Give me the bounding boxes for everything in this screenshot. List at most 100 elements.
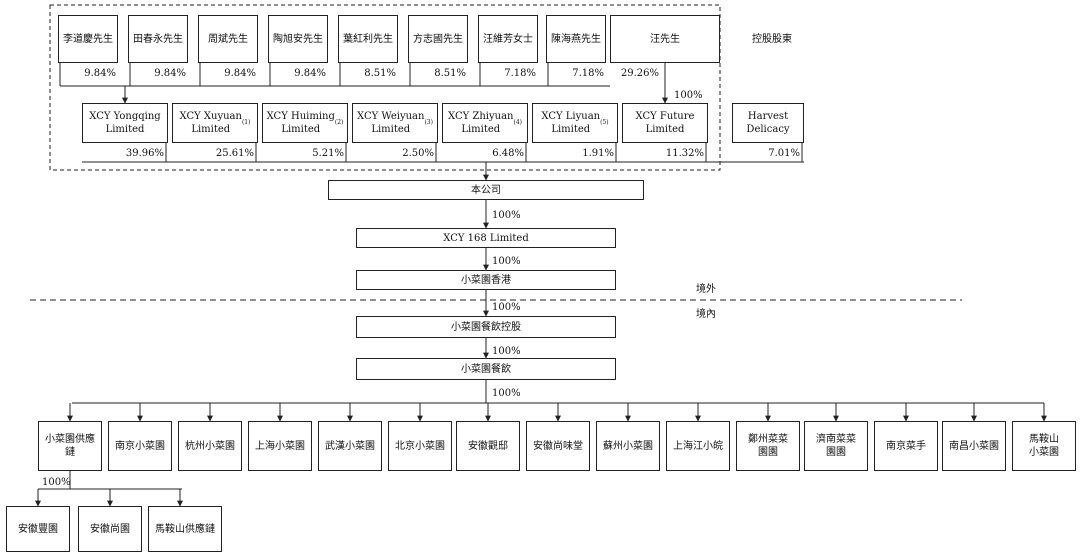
chain-box-0-label: 本公司 bbox=[471, 184, 501, 196]
shareholder-box-2-label: 周斌先生 bbox=[208, 33, 248, 45]
holdco-box-3: XCY Weiyuan Limited(3) bbox=[352, 103, 438, 143]
subsidiary-box-4: 武漢小菜園 bbox=[318, 421, 382, 471]
shareholder-box-0-label: 李道慶先生 bbox=[63, 33, 113, 45]
shareholder-box-6: 汪維芳女士 bbox=[478, 15, 538, 63]
subsidiary-box-10: 鄭州菜菜 園園 bbox=[736, 421, 800, 471]
shareholder-pct-6: 7.18% bbox=[504, 68, 536, 79]
subsidiary-box-8-label: 蘇州小菜園 bbox=[603, 440, 653, 452]
shareholder-box-1-label: 田春永先生 bbox=[133, 33, 183, 45]
subsidiary-box-7: 安徽尚味堂 bbox=[526, 421, 590, 471]
subsidiary-box-3: 上海小菜園 bbox=[248, 421, 312, 471]
subsidiary-box-11-label: 濟南菜菜 園園 bbox=[816, 434, 856, 458]
chain-pct-4: 100% bbox=[492, 388, 521, 399]
chain-pct-1: 100% bbox=[492, 256, 521, 267]
future-link-pct: 100% bbox=[674, 90, 703, 101]
subsidiary-box-14-label: 馬鞍山 小菜園 bbox=[1029, 434, 1059, 458]
holdco-box-7: Harvest Delicacy bbox=[732, 103, 804, 143]
chain-box-1: XCY 168 Limited bbox=[356, 228, 616, 248]
holdco-box-4-label: XCY Zhiyuan Limited bbox=[448, 111, 514, 135]
shareholder-box-8-label: 汪先生 bbox=[650, 33, 680, 45]
holdco-box-2-label: XCY Huiming Limited bbox=[266, 111, 335, 135]
shareholder-pct-0: 9.84% bbox=[84, 68, 116, 79]
supply-chain-sub-box-2-label: 馬鞍山供應鏈 bbox=[155, 523, 215, 535]
supply-chain-sub-box-0-label: 安徽豐園 bbox=[18, 523, 58, 535]
holdco-pct-4: 6.48% bbox=[492, 148, 524, 159]
chain-box-4: 小菜園餐飲 bbox=[356, 358, 616, 380]
subsidiary-box-12-label: 南京菜手 bbox=[886, 440, 926, 452]
shareholder-box-1: 田春永先生 bbox=[128, 15, 188, 63]
holdco-pct-3: 2.50% bbox=[402, 148, 434, 159]
holdco-pct-6: 11.32% bbox=[665, 148, 704, 159]
shareholder-pct-4: 8.51% bbox=[364, 68, 396, 79]
supply-chain-sub-box-1-label: 安徽尚園 bbox=[90, 523, 130, 535]
holdco-box-6-label: XCY Future Limited bbox=[635, 111, 695, 135]
holdco-box-2: XCY Huiming Limited(2) bbox=[262, 103, 348, 143]
subsidiary-box-6: 安徽觀邸 bbox=[456, 421, 520, 471]
shareholder-pct-5: 8.51% bbox=[434, 68, 466, 79]
shareholder-box-3-label: 陶旭安先生 bbox=[273, 33, 323, 45]
subsidiary-box-11: 濟南菜菜 園園 bbox=[804, 421, 868, 471]
subsidiary-box-8: 蘇州小菜園 bbox=[596, 421, 660, 471]
holdco-box-7-label: Harvest Delicacy bbox=[746, 111, 790, 135]
subsidiary-box-4-label: 武漢小菜園 bbox=[325, 440, 375, 452]
subsidiary-box-13: 南昌小菜園 bbox=[942, 421, 1006, 471]
shareholder-box-6-label: 汪維芳女士 bbox=[483, 33, 533, 45]
chain-pct-3: 100% bbox=[492, 346, 521, 357]
holdco-box-5-label: XCY Liyuan Limited bbox=[541, 111, 601, 135]
shareholder-box-3: 陶旭安先生 bbox=[268, 15, 328, 63]
holdco-pct-0: 39.96% bbox=[125, 148, 164, 159]
subsidiary-box-0-label: 小菜園供應鏈 bbox=[45, 434, 95, 458]
subsidiary-box-6-label: 安徽觀邸 bbox=[468, 440, 508, 452]
subsidiary-box-7-label: 安徽尚味堂 bbox=[533, 440, 583, 452]
chain-box-1-label: XCY 168 Limited bbox=[443, 232, 529, 244]
subsidiary-box-10-label: 鄭州菜菜 園園 bbox=[748, 434, 788, 458]
shareholder-pct-3: 9.84% bbox=[294, 68, 326, 79]
subsidiary-box-5-label: 北京小菜園 bbox=[395, 440, 445, 452]
chain-pct-2: 100% bbox=[492, 302, 521, 313]
subsidiary-box-1-label: 南京小菜園 bbox=[115, 440, 165, 452]
shareholder-box-5-label: 方志國先生 bbox=[413, 33, 463, 45]
controlling-shareholders-label: 控股股東 bbox=[752, 34, 792, 45]
holdco-box-0-label: XCY Yongqing Limited bbox=[89, 111, 161, 135]
shareholder-box-7-label: 陳海燕先生 bbox=[551, 33, 601, 45]
shareholder-box-5: 方志國先生 bbox=[408, 15, 468, 63]
holdco-box-6: XCY Future Limited bbox=[622, 103, 708, 143]
shareholder-box-0: 李道慶先生 bbox=[58, 15, 118, 63]
subsidiary-box-9: 上海江小皖 bbox=[666, 421, 730, 471]
supply-chain-sub-box-1: 安徽尚園 bbox=[78, 506, 142, 552]
holdco-pct-7: 7.01% bbox=[768, 148, 800, 159]
shareholder-pct-8: 29.26% bbox=[620, 68, 659, 79]
shareholder-pct-1: 9.84% bbox=[154, 68, 186, 79]
subsidiary-box-14: 馬鞍山 小菜園 bbox=[1012, 421, 1076, 471]
chain-pct-0: 100% bbox=[492, 210, 521, 221]
shareholder-pct-2: 9.84% bbox=[224, 68, 256, 79]
holdco-pct-1: 25.61% bbox=[215, 148, 254, 159]
subsidiary-box-0: 小菜園供應鏈 bbox=[38, 421, 102, 471]
holdco-box-1-label: XCY Xuyuan Limited bbox=[179, 111, 242, 135]
shareholder-box-4: 葉紅利先生 bbox=[338, 15, 398, 63]
subsidiary-box-12: 南京菜手 bbox=[874, 421, 938, 471]
chain-box-2-label: 小菜園香港 bbox=[461, 274, 511, 286]
holdco-box-4: XCY Zhiyuan Limited(4) bbox=[442, 103, 528, 143]
subsidiary-box-5: 北京小菜園 bbox=[388, 421, 452, 471]
chain-box-0: 本公司 bbox=[328, 180, 644, 200]
supply-chain-sub-box-2: 馬鞍山供應鏈 bbox=[148, 506, 222, 552]
subsidiary-box-1: 南京小菜園 bbox=[108, 421, 172, 471]
supply-chain-pct: 100% bbox=[42, 477, 71, 488]
chain-box-4-label: 小菜園餐飲 bbox=[461, 363, 511, 375]
chain-box-2: 小菜園香港 bbox=[356, 270, 616, 290]
subsidiary-box-2-label: 杭州小菜園 bbox=[185, 440, 235, 452]
supply-chain-sub-box-0: 安徽豐園 bbox=[6, 506, 70, 552]
onshore-label: 境內 bbox=[696, 309, 716, 320]
holdco-box-1: XCY Xuyuan Limited(1) bbox=[172, 103, 258, 143]
shareholder-pct-7: 7.18% bbox=[572, 68, 604, 79]
shareholder-box-2: 周斌先生 bbox=[198, 15, 258, 63]
subsidiary-box-2: 杭州小菜園 bbox=[178, 421, 242, 471]
holdco-box-0: XCY Yongqing Limited bbox=[82, 103, 168, 143]
holdco-pct-2: 5.21% bbox=[312, 148, 344, 159]
subsidiary-box-13-label: 南昌小菜園 bbox=[949, 440, 999, 452]
holdco-pct-5: 1.91% bbox=[582, 148, 614, 159]
holdco-box-3-label: XCY Weiyuan Limited bbox=[357, 111, 425, 135]
subsidiary-box-9-label: 上海江小皖 bbox=[673, 440, 723, 452]
